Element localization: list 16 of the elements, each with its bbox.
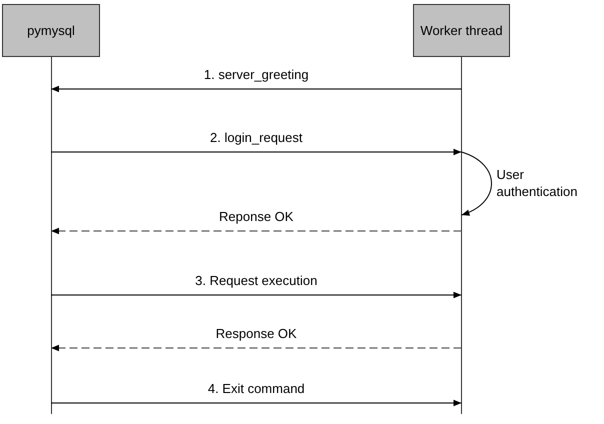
message-arrow (50, 228, 462, 234)
message-label: 4. Exit command (206, 381, 307, 396)
message-arrow (50, 400, 462, 406)
lifeline-head-box: Worker thread (413, 4, 510, 57)
message-label: Reponse OK (217, 209, 296, 224)
message-arrow (50, 148, 462, 156)
message-label: 3. Request execution (193, 273, 320, 288)
message-arrow (50, 344, 462, 352)
message-arrow (50, 86, 462, 92)
message-label: 1. server_greeting (202, 67, 311, 82)
lifeline-head-box: pymysql (2, 4, 100, 57)
message-arrow (50, 292, 462, 298)
message-label: 2. login_request (208, 130, 304, 145)
message-label: Response OK (214, 326, 299, 341)
self-message-arrow (461, 152, 492, 216)
message-label: User authentication (496, 166, 578, 200)
